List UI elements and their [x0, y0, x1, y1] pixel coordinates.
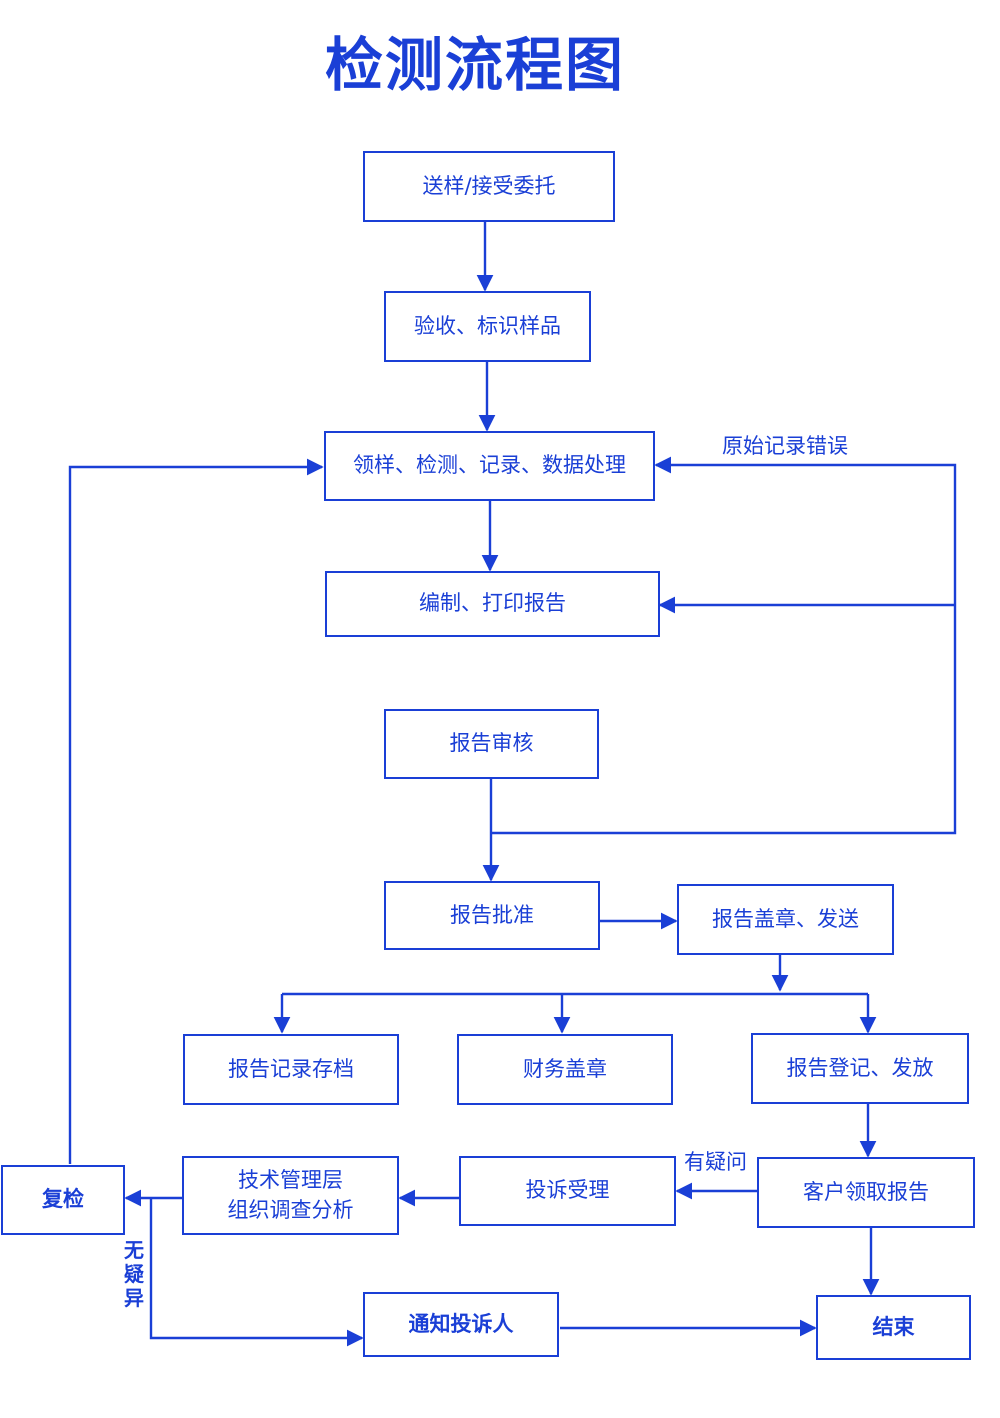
tech-mgmt-line1: 技术管理层 [238, 1168, 343, 1193]
node-notify-complainant: 通知投诉人 [363, 1292, 559, 1357]
edge-error-loop [491, 456, 957, 835]
node-tech-mgmt: 技术管理层 组织调查分析 [182, 1156, 399, 1235]
node-end: 结束 [816, 1295, 971, 1360]
label-no-doubt: 无疑异 [124, 1238, 144, 1310]
tech-mgmt-line2: 组织调查分析 [227, 1197, 354, 1222]
node-report-archive: 报告记录存档 [183, 1034, 399, 1105]
node-report-seal-send: 报告盖章、发送 [677, 884, 894, 955]
page-title: 检测流程图 [324, 31, 625, 99]
label-has-doubt: 有疑问 [684, 1150, 747, 1174]
label-record-error: 原始记录错误 [722, 434, 848, 458]
node-retest: 复检 [1, 1165, 125, 1235]
node-report-review: 报告审核 [384, 709, 599, 779]
node-customer-collect: 客户领取报告 [757, 1157, 975, 1228]
node-acceptance: 验收、标识样品 [384, 291, 591, 362]
node-finance-seal: 财务盖章 [457, 1034, 673, 1105]
node-report-register: 报告登记、发放 [751, 1033, 969, 1104]
edge-nodoubt-to-notify [149, 1198, 364, 1347]
node-report-prep: 编制、打印报告 [325, 571, 660, 637]
node-report-approval: 报告批准 [384, 881, 600, 950]
edge-retest-to-testing [68, 458, 324, 1164]
node-testing: 领样、检测、记录、数据处理 [324, 431, 655, 501]
node-sample-delivery: 送样/接受委托 [363, 151, 615, 222]
node-complaint-accept: 投诉受理 [459, 1156, 676, 1226]
